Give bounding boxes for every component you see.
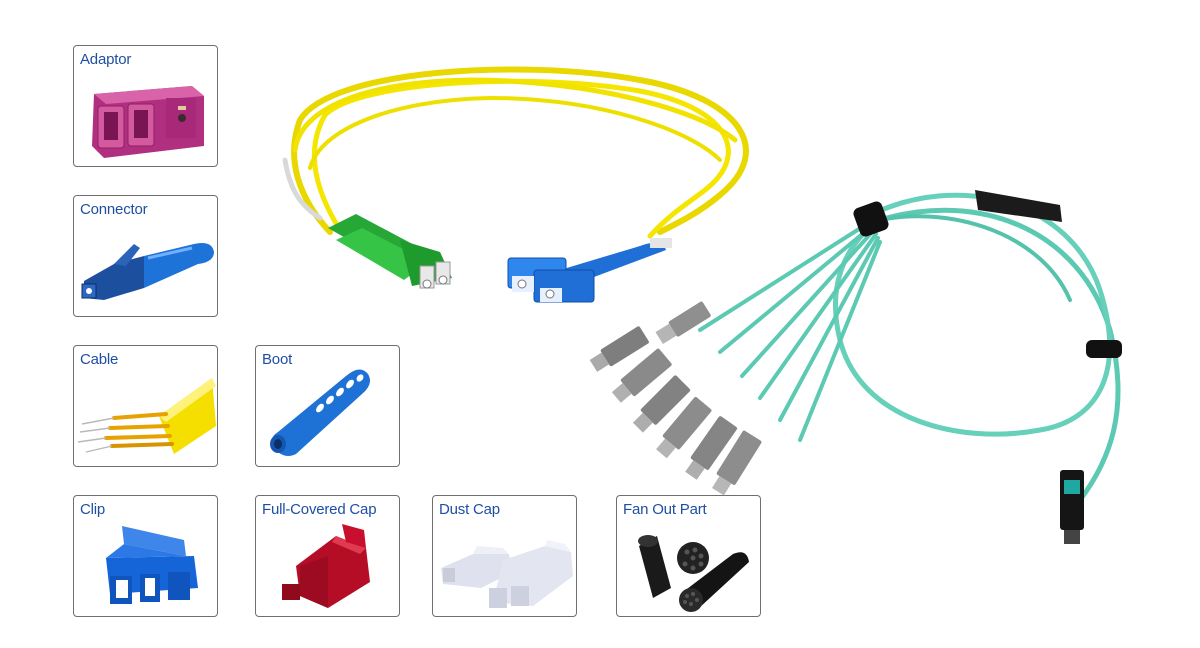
connector-icon [81,243,214,300]
adaptor-icon [92,86,204,158]
part-card-clip: Clip [73,495,218,617]
mpo-connector [1060,470,1084,544]
cable-icon [77,378,216,454]
part-label-clip: Clip [80,501,106,518]
part-label-adaptor: Adaptor [80,51,132,68]
part-card-boot: Boot [255,345,400,467]
part-card-adaptor: Adaptor [73,45,218,167]
part-card-connector: Connector [73,195,218,317]
part-card-cable: Cable [73,345,218,467]
aqua-fanout-cable [698,192,1121,503]
part-label-connector: Connector [80,201,148,218]
yellow-patch-cable [282,66,749,239]
fanout-breakout-housing [853,190,1122,358]
boot-icon [270,369,370,456]
part-label-full-covered-cap: Full-Covered Cap [262,501,377,518]
lc-breakout-connectors [589,301,762,496]
part-label-fan-out-part: Fan Out Part [623,501,707,518]
part-card-dust-cap: Dust Cap [432,495,577,617]
sc-duplex-connector [507,238,672,303]
lc-duplex-connector [328,214,452,289]
part-label-boot: Boot [262,351,293,368]
fan-out-part-icon [638,535,749,612]
part-label-dust-cap: Dust Cap [439,501,500,518]
clip-icon [106,526,198,604]
full-covered-cap-icon [282,524,370,608]
part-label-cable: Cable [80,351,119,368]
dust-cap-icon [441,540,573,608]
part-card-fan-out-part: Fan Out Part [616,495,761,617]
part-card-full-covered-cap: Full-Covered Cap [255,495,400,617]
